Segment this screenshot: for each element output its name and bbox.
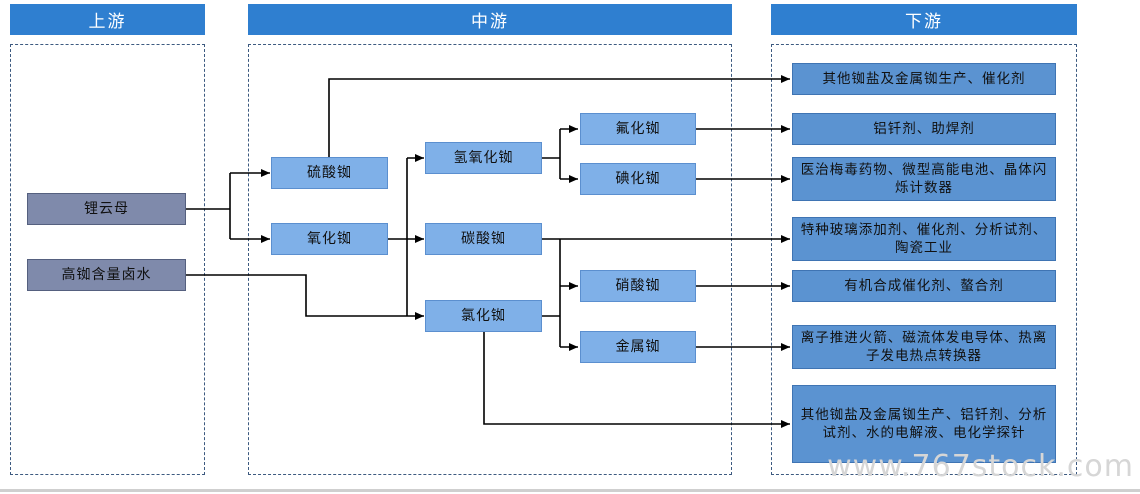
midstream-zone (248, 44, 732, 475)
box-brine: 高铷含量卤水 (27, 259, 186, 291)
header-midstream: 中游 (248, 4, 732, 35)
box-downstream-2: 铝钎剂、助焊剂 (792, 113, 1056, 145)
box-rb-oxide: 氧化铷 (271, 223, 388, 255)
box-rb-sulfate: 硫酸铷 (271, 157, 388, 189)
box-rb-nitrate: 硝酸铷 (580, 270, 696, 302)
box-lepidolite: 锂云母 (27, 193, 186, 225)
box-downstream-5: 有机合成催化剂、螯合剂 (792, 270, 1056, 302)
box-rb-fluoride: 氟化铷 (580, 113, 696, 145)
box-rb-metal: 金属铷 (580, 331, 696, 363)
box-downstream-4: 特种玻璃添加剂、催化剂、分析试剂、陶瓷工业 (792, 217, 1056, 261)
box-rb-iodide: 碘化铷 (580, 163, 696, 195)
header-upstream: 上游 (10, 4, 205, 35)
bottom-divider (0, 489, 1140, 492)
box-downstream-3: 医治梅毒药物、微型高能电池、晶体闪烁计数器 (792, 157, 1056, 201)
header-downstream: 下游 (771, 4, 1077, 35)
box-downstream-6: 离子推进火箭、磁流体发电导体、热离子发电热点转换器 (792, 325, 1056, 369)
box-rb-hydroxide: 氢氧化铷 (425, 142, 542, 174)
box-downstream-7: 其他铷盐及金属铷生产、铝钎剂、分析试剂、水的电解液、电化学探针 (792, 385, 1056, 463)
box-downstream-1: 其他铷盐及金属铷生产、催化剂 (792, 63, 1056, 95)
upstream-zone (10, 44, 205, 475)
watermark: www.767stock.com (827, 449, 1134, 484)
downstream-zone (771, 44, 1077, 475)
box-rb-carbonate: 碳酸铷 (425, 223, 542, 255)
box-rb-chloride: 氯化铷 (425, 300, 542, 332)
